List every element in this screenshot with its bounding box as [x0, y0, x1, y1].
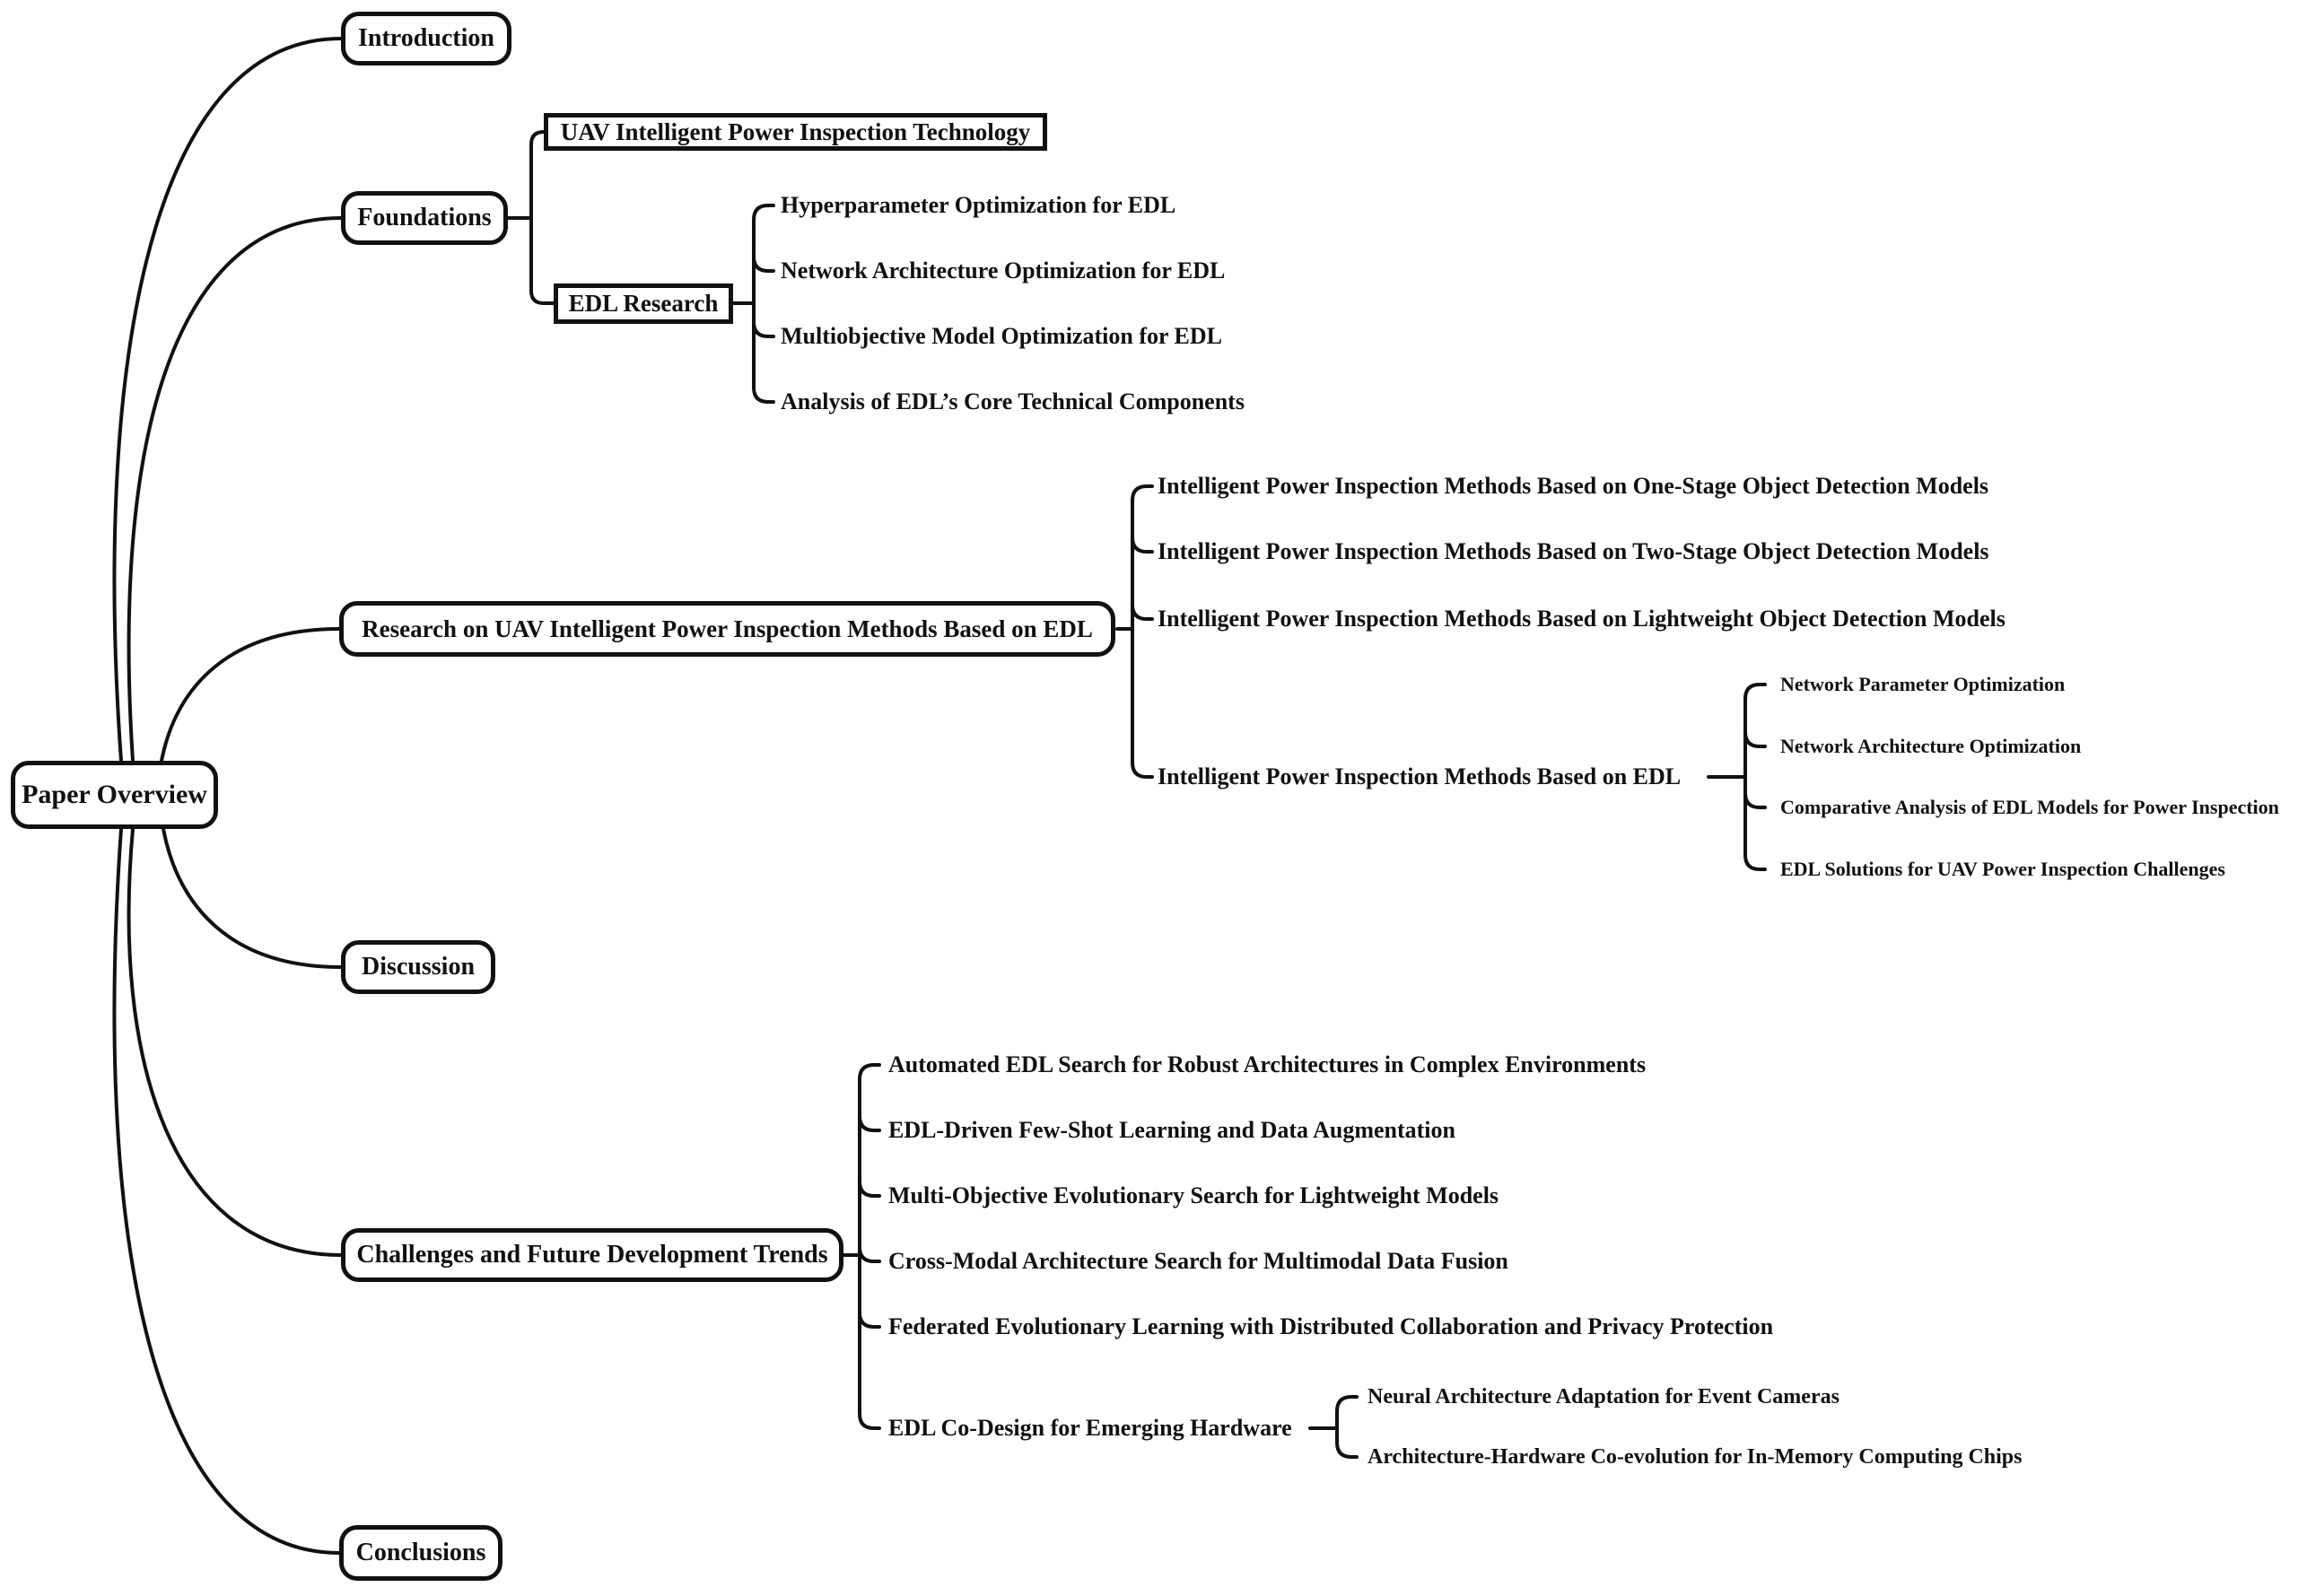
leaf-edl-based-methods: Intelligent Power Inspection Methods Bas… — [1158, 763, 1682, 789]
bracket-edl-methods — [1707, 683, 1767, 871]
leaf-hyperparameter-optimization: Hyperparameter Optimization for EDL — [781, 192, 1176, 218]
leaf-one-stage-detection-methods: Intelligent Power Inspection Methods Bas… — [1158, 473, 1989, 499]
leaf-analysis-edl-core-components: Analysis of EDL’s Core Technical Compone… — [781, 388, 1245, 414]
bracket-challenges — [842, 1063, 881, 1430]
leaf-edl-solutions-uav-challenges: EDL Solutions for UAV Power Inspection C… — [1780, 858, 2225, 880]
leaf-network-parameter-optimization: Network Parameter Optimization — [1780, 673, 2066, 695]
node-research-uav-edl: Research on UAV Intelligent Power Inspec… — [339, 601, 1115, 657]
node-uav-inspection-technology: UAV Intelligent Power Inspection Technol… — [544, 113, 1047, 151]
leaf-multi-objective-evolutionary-search: Multi-Objective Evolutionary Search for … — [888, 1182, 1499, 1208]
leaf-cross-modal-architecture-search: Cross-Modal Architecture Search for Mult… — [888, 1248, 1508, 1274]
connector-root-challenges — [127, 827, 343, 1257]
connector-root-discussion — [162, 827, 343, 969]
leaf-automated-edl-search: Automated EDL Search for Robust Architec… — [888, 1051, 1647, 1077]
bracket-foundations — [506, 130, 555, 305]
connector-root-introduction — [112, 37, 343, 763]
node-edl-research: EDL Research — [554, 283, 733, 324]
leaf-neural-architecture-event-cameras: Neural Architecture Adaptation for Event… — [1368, 1385, 1839, 1408]
leaf-federated-evolutionary-learning: Federated Evolutionary Learning with Dis… — [888, 1313, 1774, 1339]
leaf-architecture-hardware-co-evolution: Architecture-Hardware Co-evolution for I… — [1368, 1445, 2023, 1469]
leaf-comparative-analysis-edl-models: Comparative Analysis of EDL Models for P… — [1780, 796, 2279, 818]
node-introduction: Introduction — [341, 12, 511, 65]
connector-root-research — [160, 627, 341, 763]
leaf-edl-driven-few-shot-learning: EDL-Driven Few-Shot Learning and Data Au… — [888, 1117, 1455, 1143]
connector-root-foundations — [127, 216, 343, 763]
bracket-codesign — [1308, 1395, 1359, 1459]
node-paper-overview: Paper Overview — [11, 761, 218, 829]
node-foundations: Foundations — [341, 191, 508, 245]
leaf-multiobjective-model-optimization: Multiobjective Model Optimization for ED… — [781, 323, 1223, 349]
node-discussion: Discussion — [341, 940, 495, 994]
leaf-network-architecture-optimization-edl: Network Architecture Optimization for ED… — [781, 257, 1226, 283]
node-challenges-future-trends: Challenges and Future Development Trends — [341, 1228, 843, 1282]
leaf-lightweight-detection-methods: Intelligent Power Inspection Methods Bas… — [1158, 606, 2006, 632]
leaf-network-architecture-optimization: Network Architecture Optimization — [1780, 735, 2082, 757]
connector-root-conclusions — [112, 827, 341, 1555]
leaf-two-stage-detection-methods: Intelligent Power Inspection Methods Bas… — [1158, 538, 1989, 564]
bracket-edl-research — [731, 204, 775, 404]
leaf-edl-co-design-hardware: EDL Co-Design for Emerging Hardware — [888, 1415, 1292, 1441]
bracket-research — [1115, 484, 1154, 779]
node-conclusions: Conclusions — [339, 1525, 502, 1581]
